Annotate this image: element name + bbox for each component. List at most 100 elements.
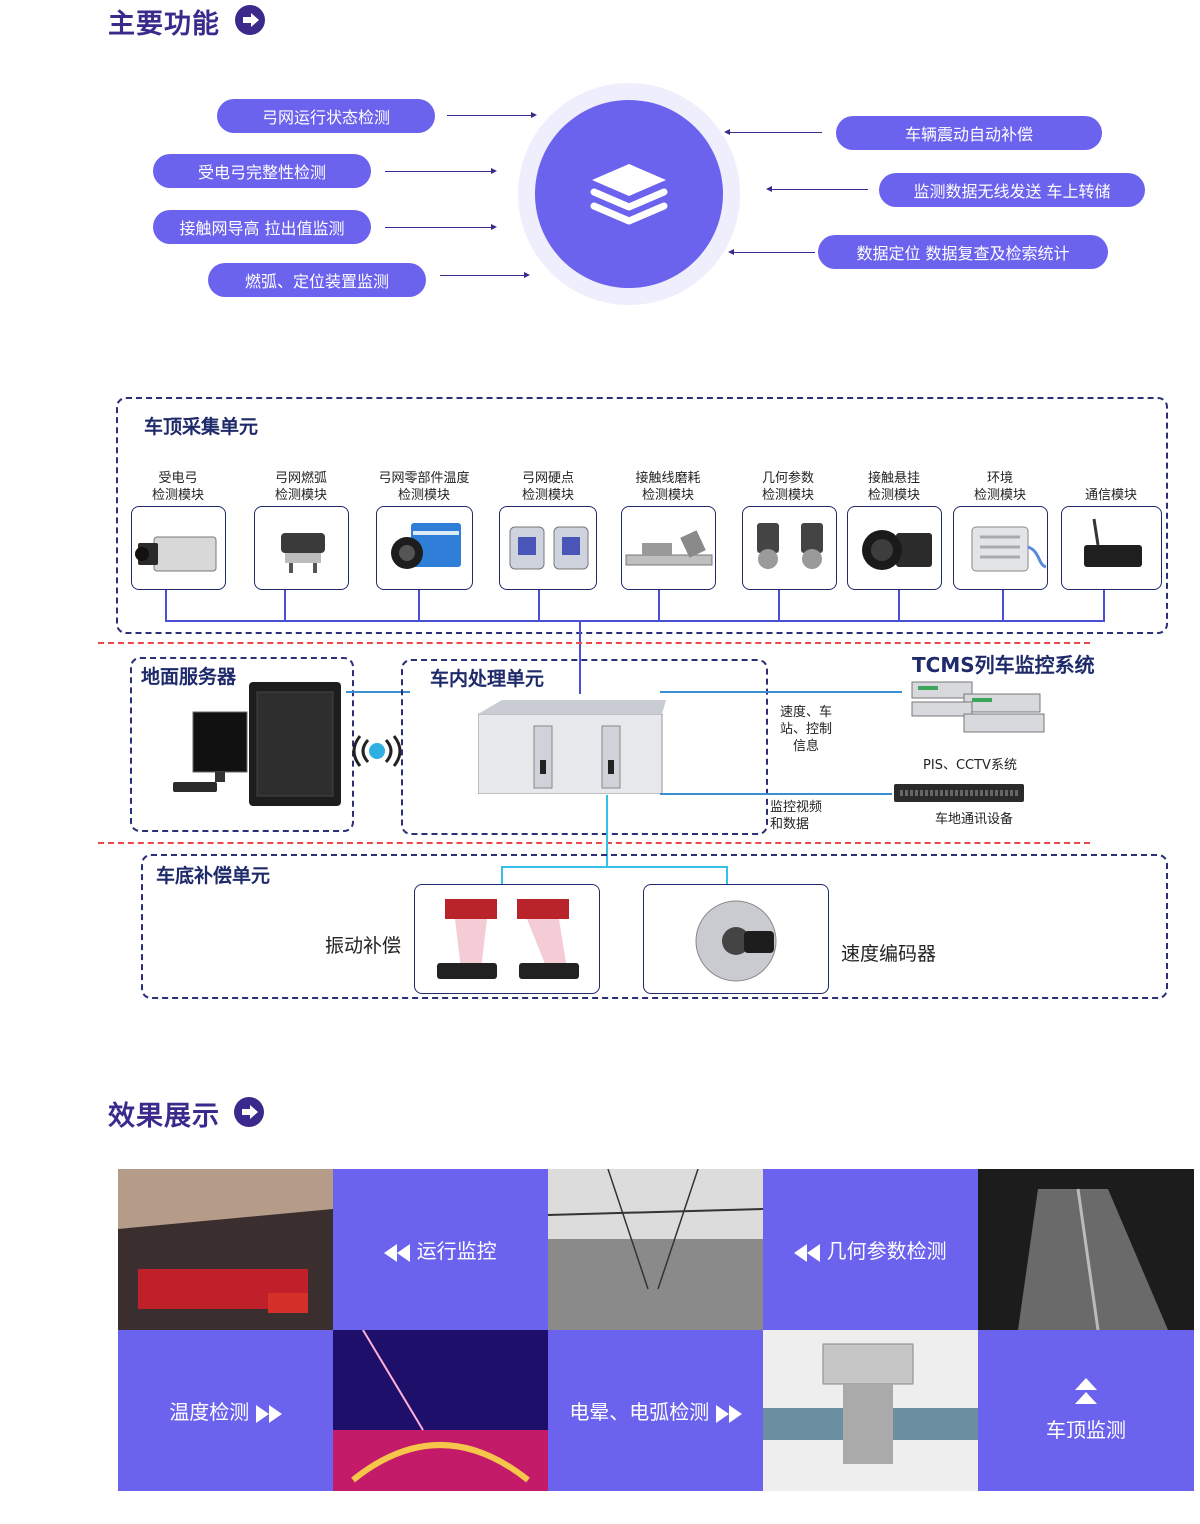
roof-bus-line [165, 620, 1105, 622]
tile-label: 温度检测 [169, 1400, 250, 1424]
module-label: 接触悬挂 检测模块 [867, 471, 920, 503]
section-title-functions: 主要功能 [108, 9, 220, 40]
router-icon [1084, 518, 1142, 567]
section-title-effects: 效果展示 [108, 1101, 220, 1132]
double-right-arrow-icon [268, 1404, 282, 1423]
function-pill: 车辆震动自动补偿 [836, 116, 1102, 150]
module-drop-line [284, 590, 286, 621]
tcms-equipment-icon [911, 681, 1045, 733]
double-left-arrow-icon [384, 1243, 398, 1262]
sensor-icon [281, 533, 325, 573]
tile-geometry-detection[interactable]: 几何参数检测 [763, 1169, 978, 1330]
pis-cctv-label: PIS、CCTV系统 [923, 758, 1017, 773]
double-right-arrow-icon [255, 1404, 269, 1423]
double-left-arrow-icon [397, 1243, 411, 1262]
comm-link-line [660, 793, 892, 795]
under-compensation-title: 车底补偿单元 [156, 865, 271, 887]
hardpoint-sensor-icon [509, 526, 589, 570]
roof-to-vehicle-line [579, 620, 581, 694]
arrow-right-icon[interactable] [235, 5, 265, 35]
tile-roof-monitor[interactable]: 车顶监测 [978, 1330, 1194, 1491]
double-left-arrow-icon [807, 1243, 821, 1262]
module-drop-line [778, 590, 780, 621]
wear-sensor-icon [625, 530, 713, 566]
vibration-box [414, 884, 600, 994]
divider-line [98, 642, 1090, 644]
function-pill: 燃弧、定位装置监测 [208, 263, 426, 297]
photo-thermal [333, 1330, 548, 1491]
camera-icon [135, 536, 217, 572]
layers-icon [590, 164, 668, 225]
thermal-camera-icon [391, 523, 461, 569]
function-pill: 受电弓完整性检测 [153, 154, 371, 188]
divider-line [98, 842, 1090, 844]
server-link-line [346, 691, 410, 693]
under-compensation-frame [141, 854, 1168, 999]
module-drop-line [538, 590, 540, 621]
tile-arc-detection[interactable]: 电晕、电弧检测 [548, 1330, 763, 1491]
encoder-box [643, 884, 829, 994]
photo-roof-interior [118, 1169, 333, 1330]
industrial-camera-icon [862, 530, 932, 570]
tile-label: 运行监控 [416, 1239, 497, 1263]
double-left-arrow-icon [794, 1243, 808, 1262]
roof-photo-image [118, 1169, 333, 1330]
under-drop-line [726, 866, 728, 885]
module-box [953, 506, 1048, 590]
function-pill: 监测数据无线发送 车上转储 [879, 173, 1145, 207]
module-drop-line [1103, 590, 1105, 621]
module-drop-line [418, 590, 420, 621]
module-box [131, 506, 226, 590]
arrow-connector [728, 249, 815, 255]
under-bus-line [501, 866, 728, 868]
under-drop-line [501, 866, 503, 885]
module-label: 几何参数 检测模块 [761, 471, 814, 503]
video-data-label: 监控视频 和数据 [770, 800, 823, 832]
network-switch-icon [894, 784, 1024, 802]
arrow-connector [766, 186, 868, 192]
tcms-link-line [660, 691, 902, 693]
module-box [742, 506, 837, 590]
tile-label: 电晕、电弧检测 [569, 1400, 710, 1424]
arrow-connector [440, 272, 530, 278]
ground-server-title: 地面服务器 [141, 666, 237, 688]
module-label: 环境 检测模块 [973, 471, 1026, 503]
encoder-label: 速度编码器 [841, 943, 937, 965]
tile-temperature-detection[interactable]: 温度检测 [118, 1330, 333, 1491]
comm-device-label: 车地通讯设备 [934, 812, 1013, 827]
arrow-connector [385, 168, 497, 174]
double-right-arrow-icon [728, 1404, 742, 1423]
geometry-camera-icon [757, 523, 823, 569]
laser-sensor-icon [437, 899, 579, 979]
wireless-signal-icon [352, 735, 402, 767]
module-drop-line [658, 590, 660, 621]
module-box [376, 506, 473, 590]
module-drop-line [1002, 590, 1004, 621]
arrow-right-icon[interactable] [234, 1097, 264, 1127]
tile-run-monitor[interactable]: 运行监控 [333, 1169, 548, 1330]
module-box [1061, 506, 1162, 590]
double-right-arrow-icon [715, 1404, 729, 1423]
module-label: 弓网零部件温度 检测模块 [378, 471, 470, 503]
photo-roof-dark [978, 1169, 1194, 1330]
double-up-arrow-icon [1075, 1378, 1097, 1404]
arrow-connector [385, 224, 497, 230]
module-label: 接触线磨耗 检测模块 [635, 471, 701, 503]
catenary-photo-image [548, 1169, 763, 1330]
processing-chassis-icon [478, 700, 666, 794]
tile-label: 几何参数检测 [826, 1239, 947, 1263]
module-box [621, 506, 716, 590]
function-pill: 弓网运行状态检测 [217, 99, 435, 133]
vehicle-processing-title: 车内处理单元 [430, 668, 545, 690]
function-pill: 接触网导高 拉出值监测 [153, 210, 371, 244]
photo-pantograph [763, 1330, 978, 1491]
module-box [499, 506, 597, 590]
hub-circle [535, 100, 723, 288]
module-label: 通信模块 [1084, 488, 1137, 503]
tcms-title: TCMS列车监控系统 [912, 653, 1095, 677]
module-box [254, 506, 349, 590]
environment-sensor-icon [971, 526, 1047, 572]
vehicle-to-under-line [606, 795, 608, 867]
arrow-connector [447, 112, 537, 118]
module-box [847, 506, 942, 590]
